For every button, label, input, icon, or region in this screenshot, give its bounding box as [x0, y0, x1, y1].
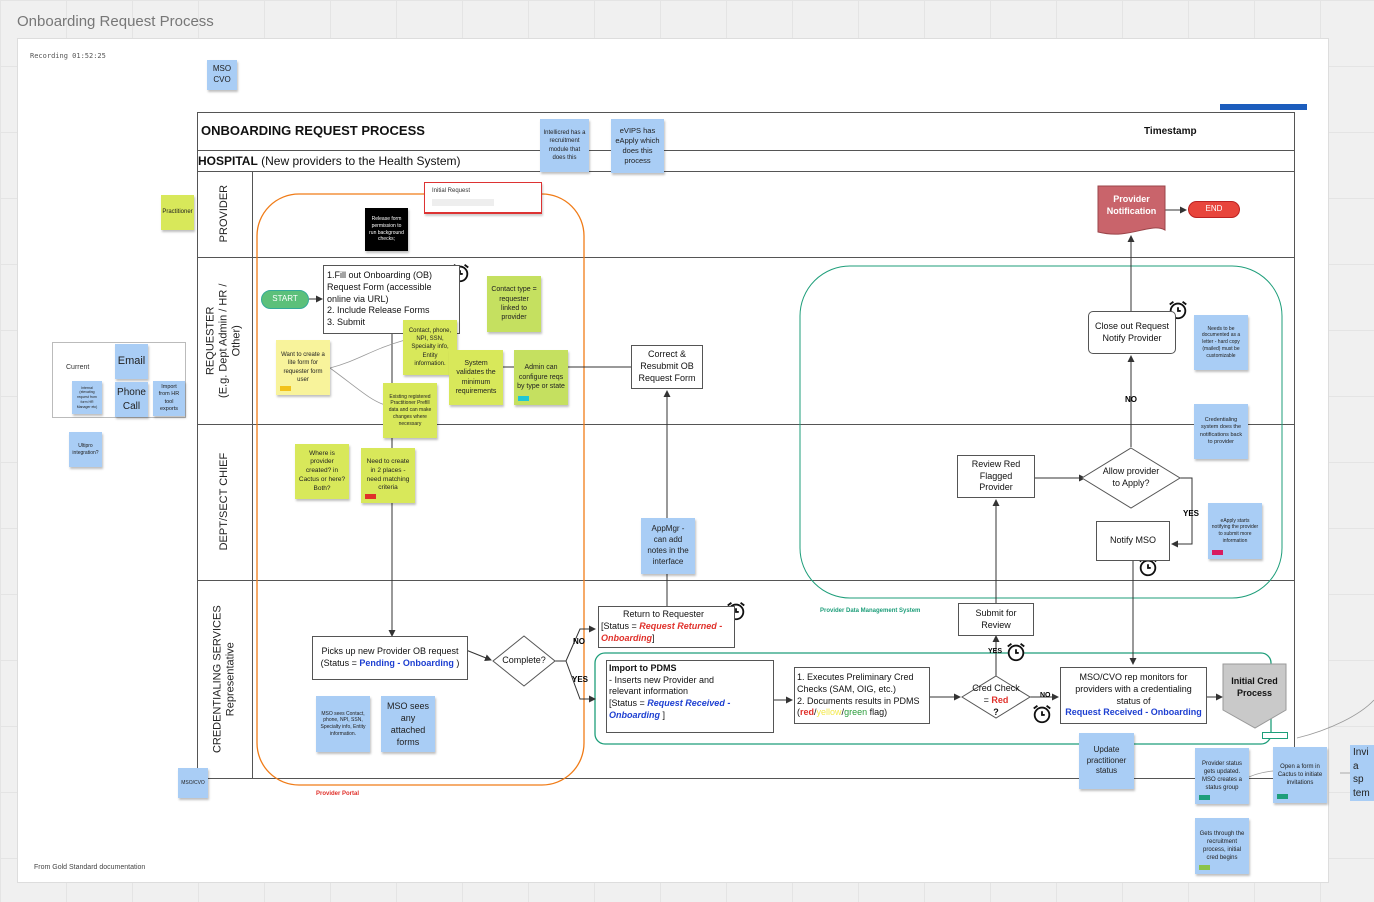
alarm-clock-icon — [1007, 643, 1025, 662]
yes-label: YES — [572, 675, 589, 684]
hospital-desc: (New providers to the Health System) — [257, 154, 461, 168]
import-to-pdms[interactable]: Import to PDMS- Inserts new Provider and… — [606, 660, 774, 733]
note-existing-registered[interactable]: Existing registered Practitioner Prefill… — [383, 383, 437, 438]
lane-divider — [197, 257, 1295, 258]
note-contact-type[interactable]: Contact type = requester linked to provi… — [487, 276, 541, 332]
lane-label-provider: PROVIDER — [217, 185, 230, 243]
frame-tab — [1220, 104, 1307, 110]
note-email[interactable]: Email — [115, 344, 148, 379]
lane-divider — [197, 150, 1295, 151]
lane-label-column-divider — [252, 171, 253, 779]
complete-decision[interactable]: Complete? — [502, 655, 546, 666]
board-title: Onboarding Request Process — [17, 13, 214, 30]
note-color-tag — [280, 386, 291, 391]
note-system-validates[interactable]: System validates the minimum requirement… — [449, 350, 503, 405]
end-terminal[interactable]: END — [1188, 201, 1240, 218]
footer-note: From Gold Standard documentation — [34, 864, 146, 871]
lane-divider — [197, 424, 1295, 425]
timestamp-label: Timestamp — [1144, 126, 1197, 137]
yes-label: YES — [988, 648, 1003, 655]
recording-timer: Recording 01:52:25 — [30, 52, 106, 60]
notify-mso[interactable]: Notify MSO — [1096, 521, 1170, 561]
note-needs-documented[interactable]: Needs to be documented as a letter - har… — [1194, 315, 1248, 370]
no-label: NO — [1040, 692, 1051, 699]
current-label: Current — [66, 364, 90, 371]
note-release-form[interactable]: Release form permission to run backgroun… — [365, 208, 408, 251]
note-mso-cvo-small[interactable]: MSO/CVO — [178, 768, 208, 798]
lane-divider — [197, 580, 1295, 581]
swimlane-container — [197, 112, 1295, 779]
note-appmgr[interactable]: AppMgr - can add notes in the interface — [641, 518, 695, 574]
note-open-form[interactable]: Open a form in Cactus to initiate invita… — [1273, 747, 1327, 803]
yes-label: YES — [1183, 509, 1200, 518]
note-color-tag — [1199, 795, 1210, 800]
alarm-clock-icon — [1033, 705, 1051, 724]
hospital-label: HOSPITAL — [198, 154, 258, 168]
note-mso-sees-contact[interactable]: MSO sees Contact, phone, NPI, SSN, Speci… — [316, 696, 370, 752]
hospital-header: HOSPITAL (New providers to the Health Sy… — [198, 154, 461, 168]
initial-request-field[interactable] — [432, 199, 494, 206]
connector-handle[interactable] — [1262, 732, 1288, 739]
no-label: NO — [573, 637, 585, 646]
note-intellicred[interactable]: Intellicred has a recruitment module tha… — [540, 119, 589, 172]
process-title: ONBOARDING REQUEST PROCESS — [201, 123, 425, 138]
initial-request-card[interactable]: Initial Request — [424, 182, 542, 214]
note-gets-through[interactable]: Gets through the recruitment process, in… — [1195, 818, 1249, 874]
picks-up-request[interactable]: Picks up new Provider OB request(Status … — [312, 636, 468, 680]
note-ultipro[interactable]: Ultipro integration? — [69, 432, 102, 467]
no-label: NO — [1125, 395, 1137, 404]
lane-label-dept: DEPT/SECT CHIEF — [217, 453, 230, 551]
note-credentialing-system[interactable]: Credentialing system does the notificati… — [1194, 404, 1248, 459]
note-where-created[interactable]: Where is provider created? in Cactus or … — [295, 444, 349, 499]
note-color-tag — [1199, 865, 1210, 870]
pdms-label: Provider Data Management System — [820, 608, 921, 614]
note-eapply-starts[interactable]: eApply starts notifying the provider to … — [1208, 503, 1262, 559]
note-evips[interactable]: eVIPS has eApply which does this process — [611, 119, 664, 173]
note-need-create[interactable]: Need to create in 2 places - need matchi… — [361, 448, 415, 503]
note-color-tag — [1212, 550, 1223, 555]
note-import-hr[interactable]: Import from HR tool exports — [153, 381, 185, 416]
note-contact-phone[interactable]: Contact, phone, NPI, SSN, Specialty info… — [403, 320, 457, 375]
note-color-tag — [365, 494, 376, 499]
note-admin-configure[interactable]: Admin can configure reqs by type or stat… — [514, 350, 568, 405]
fill-ob-form[interactable]: 1.Fill out Onboarding (OB)Request Form (… — [323, 265, 460, 334]
initial-request-label: Initial Request — [432, 188, 471, 194]
note-internal[interactable]: Internal (elevating request from form HR… — [72, 381, 102, 414]
note-want-lite[interactable]: Want to create a lite form for requester… — [276, 340, 330, 395]
cred-check-decision[interactable]: Cred Check= Red? — [972, 683, 1020, 717]
return-to-requester[interactable]: Return to Requester[Status = Request Ret… — [598, 606, 735, 648]
start-terminal[interactable]: START — [261, 290, 309, 309]
note-provider-status[interactable]: Provider status gets updated. MSO create… — [1195, 748, 1249, 804]
note-color-tag — [1277, 794, 1288, 799]
note-color-tag — [518, 396, 529, 401]
provider-portal-label: Provider Portal — [316, 791, 360, 797]
note-invite-partial[interactable]: Invi a sp tem — [1350, 745, 1374, 801]
note-phone-call[interactable]: Phone Call — [115, 382, 148, 417]
lane-divider — [197, 171, 1295, 172]
note-mso-sees-forms[interactable]: MSO sees any attached forms — [381, 696, 435, 752]
lane-label-requester: REQUESTER(E.g. Dept Admin / HR /Other) — [204, 283, 244, 398]
note-mso-cvo[interactable]: MSO CVO — [207, 60, 237, 90]
note-practitioner[interactable]: Practitioner — [161, 195, 194, 230]
note-update-practitioner[interactable]: Update practitioner status — [1079, 733, 1134, 789]
